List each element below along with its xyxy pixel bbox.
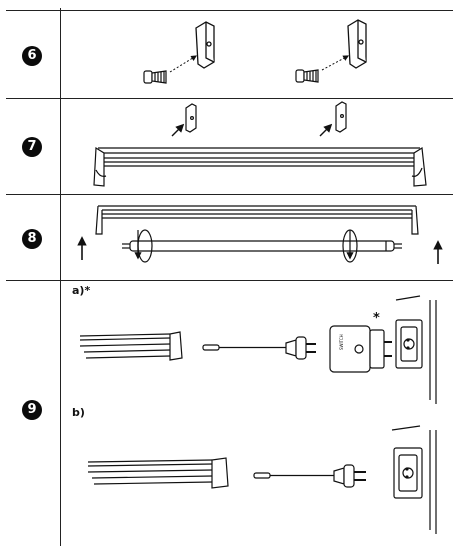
step-number-8: 8 — [22, 229, 42, 249]
row-divider-7-8 — [6, 194, 453, 195]
optional-asterisk: * — [373, 311, 380, 326]
step8-fixture-icon — [95, 205, 419, 235]
step8-rotate-left-icon — [134, 229, 153, 263]
step7-arrow-right-icon — [319, 123, 333, 137]
variant-a-label: a)* — [72, 284, 91, 297]
step7-arrow-left-icon — [171, 123, 185, 137]
step9b-cable-plug-icon — [253, 464, 366, 488]
step7-clip-right-icon — [335, 101, 347, 133]
step9a-cable-plug-icon — [202, 336, 316, 360]
row-divider-6-7 — [6, 98, 453, 99]
step7-clip-left-icon — [185, 103, 197, 133]
step9b-wall-socket-icon — [391, 425, 437, 534]
row-divider-top — [6, 10, 453, 11]
step-number-6: 6 — [22, 46, 42, 66]
step8-tube-icon — [122, 240, 402, 252]
step6-screw-left-icon — [143, 70, 167, 84]
step6-clip-left-icon — [195, 21, 215, 69]
step-number-7: 7 — [22, 137, 42, 157]
step6-screw-right-icon — [295, 69, 319, 83]
step9a-lamp-icon — [79, 331, 183, 361]
step6-clip-right-icon — [347, 19, 367, 69]
step9a-timer-switch-icon: SWITCH — [329, 325, 392, 373]
step9a-wall-socket-icon — [395, 295, 437, 404]
row-divider-8-9 — [6, 280, 453, 281]
step6-arrow-right-icon — [321, 55, 350, 71]
step9b-lamp-icon — [87, 457, 229, 489]
timer-switch-label: SWITCH — [339, 334, 344, 350]
column-divider — [60, 8, 61, 546]
step-number-9: 9 — [22, 400, 42, 420]
step8-rotate-right-icon — [342, 229, 358, 263]
step7-fixture-icon — [93, 146, 427, 187]
step6-arrow-left-icon — [169, 55, 198, 73]
variant-b-label: b) — [72, 406, 85, 419]
